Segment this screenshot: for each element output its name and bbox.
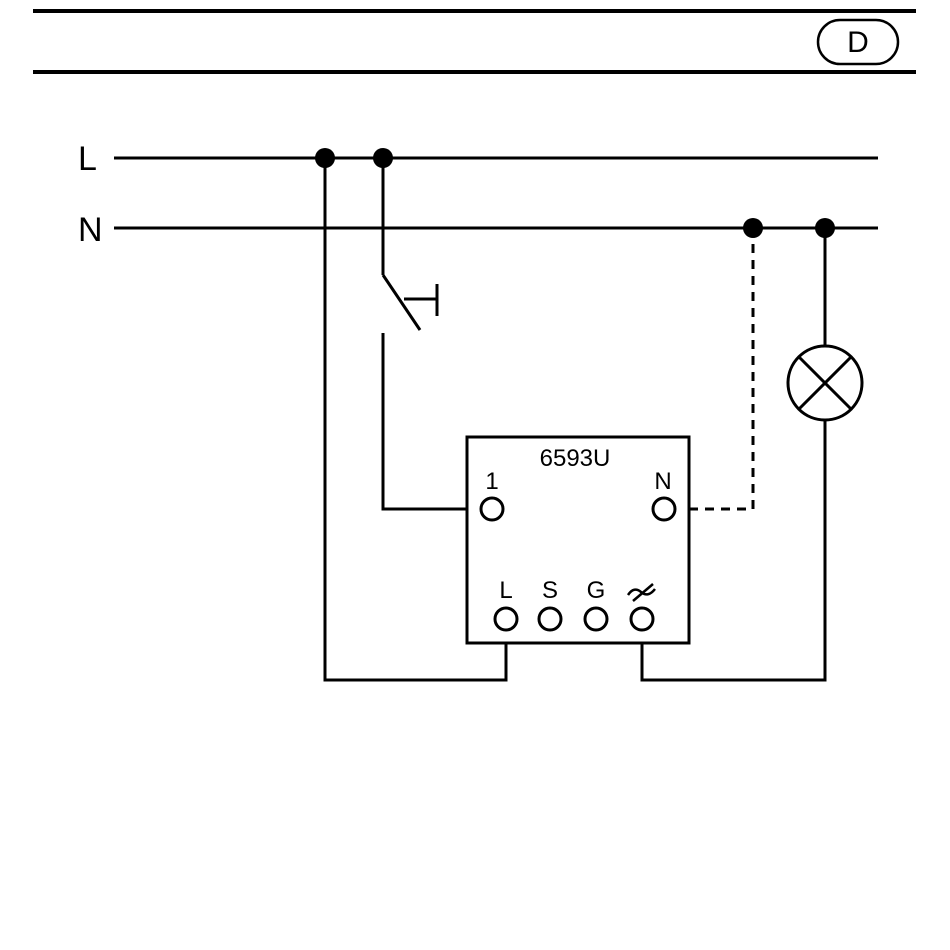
push-button-switch-icon [383,158,437,330]
terminal-input-label: 1 [485,468,498,495]
terminal-g-label: G [587,577,606,604]
terminal-neutral [653,498,675,520]
terminal-neutral-label: N [654,468,671,495]
terminal-g [585,608,607,630]
wire-switch-to-device-input [383,333,479,509]
terminal-input [481,498,503,520]
lamp-icon [788,346,862,420]
live-line-label: L [78,140,97,178]
device-model-label: 6593U [540,445,611,472]
neutral-line-label: N [78,211,103,249]
terminal-s-label: S [542,577,558,604]
terminal-s [539,608,561,630]
device-module: 6593U 1 N L S G [467,437,689,643]
terminal-live-label: L [499,577,512,604]
terminal-output [631,608,653,630]
header-badge: D [818,20,898,64]
badge-label: D [847,26,869,59]
terminal-live [495,608,517,630]
